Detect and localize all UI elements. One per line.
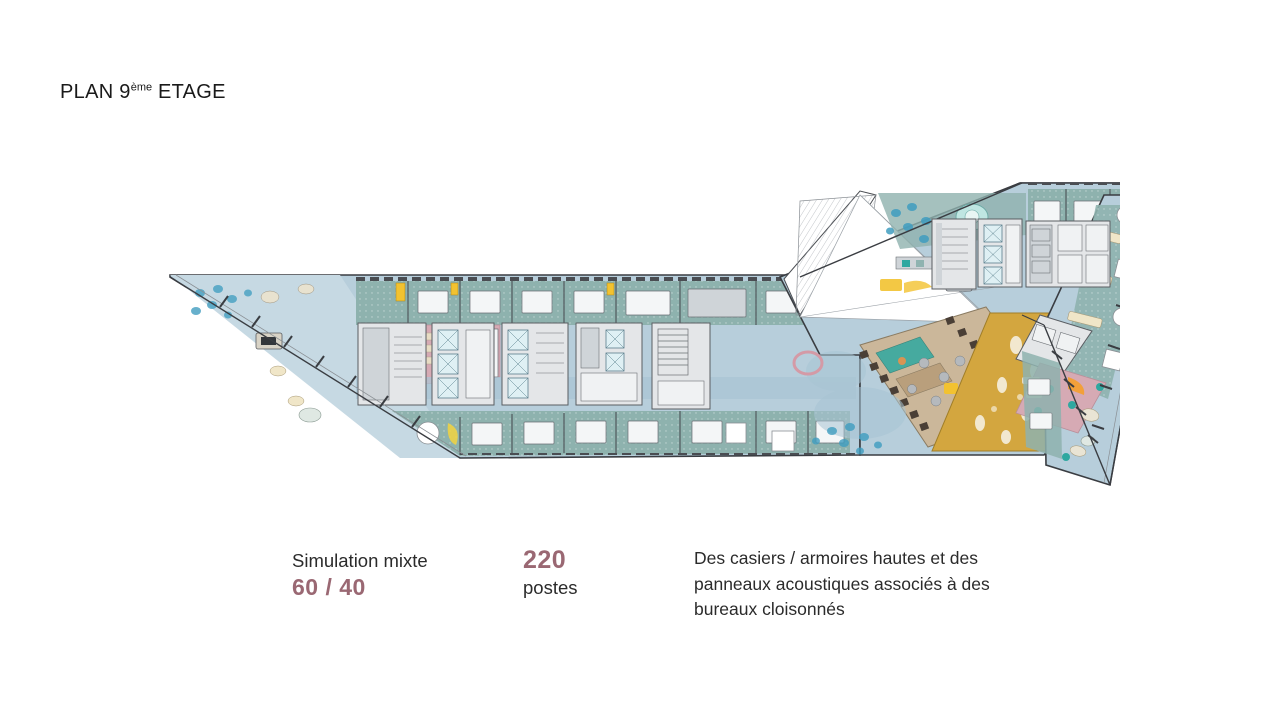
east-elevators	[977, 218, 1023, 288]
description-line-3: bureaux cloisonnés	[694, 599, 845, 619]
west-south-office-band	[392, 411, 850, 456]
west-core-c	[501, 322, 569, 406]
east-sw-offices	[1022, 351, 1062, 459]
page-title-prefix: PLAN 9	[60, 81, 131, 103]
floor-plan-drawing	[169, 182, 1120, 487]
round-table	[1116, 207, 1120, 223]
description-line-1: Des casiers / armoires hautes et des	[694, 548, 979, 568]
floor-plan-container	[160, 165, 1120, 495]
west-core-d	[575, 322, 643, 406]
facade-north-west	[356, 275, 856, 281]
locker-unit	[395, 282, 615, 302]
page-title-superscript: ème	[130, 81, 153, 94]
east-stair	[931, 218, 977, 290]
simulation-ratio: 60 / 40	[292, 574, 366, 600]
round-table	[416, 421, 440, 445]
east-core	[1025, 220, 1111, 288]
description-line-2: panneaux acoustiques associés à des	[694, 573, 990, 594]
west-core-a	[357, 322, 427, 406]
facade-diagonal-west	[169, 274, 467, 459]
page-title: PLAN 9ème ETAGE	[60, 81, 226, 104]
white-square-feature	[725, 422, 747, 444]
west-core-b	[431, 322, 495, 406]
facade-diagonal-central	[799, 182, 1023, 278]
west-tip-lounge	[191, 283, 322, 423]
central-ring-feature	[792, 350, 824, 376]
capacity-count: 220	[523, 546, 567, 574]
capacity-unit: postes	[523, 577, 578, 598]
caption-row: Simulation mixte 60 / 40 220 postes Des …	[0, 540, 1280, 650]
desk-cluster	[417, 290, 845, 316]
central-white-square	[771, 430, 795, 452]
zone-east-wing	[931, 194, 1120, 487]
west-core-e	[651, 322, 711, 410]
facade-south-west	[460, 449, 856, 455]
central-south-lounge	[812, 423, 882, 455]
simulation-label: Simulation mixte	[292, 550, 428, 571]
white-square-feature	[1113, 258, 1120, 282]
page-title-suffix: ETAGE	[152, 81, 226, 103]
description-block: Des casiers / armoires hautes et des pan…	[694, 546, 1074, 623]
capacity-block: 220 postes	[523, 546, 578, 601]
meeting-table	[687, 288, 747, 318]
facade-east	[1021, 314, 1120, 486]
zone-west-wing	[169, 274, 861, 459]
facade-north-central	[1028, 183, 1120, 189]
simulation-block: Simulation mixte 60 / 40	[292, 548, 428, 601]
west-north-office-band	[356, 281, 850, 325]
